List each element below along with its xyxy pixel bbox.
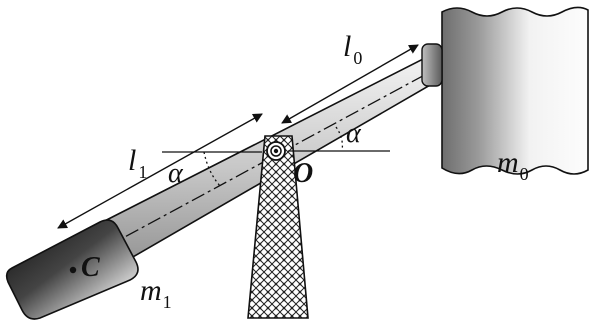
- label-alpha-left: α: [168, 158, 184, 189]
- cylinder-attachment: [421, 43, 443, 87]
- label-center-c: C: [81, 252, 100, 283]
- pivot-joint: [266, 141, 286, 161]
- cylinder-mass-m0: [441, 6, 589, 175]
- dimension-arrow-l1: [57, 113, 263, 229]
- label-alpha-right: α: [346, 118, 362, 149]
- label-m1: m1: [140, 274, 172, 312]
- center-of-mass-dot: [69, 266, 77, 274]
- label-m0: m0: [497, 146, 529, 184]
- dimension-arrow-l0: [281, 44, 419, 124]
- support-tower: [247, 135, 309, 319]
- label-pivot-o: O: [293, 158, 313, 189]
